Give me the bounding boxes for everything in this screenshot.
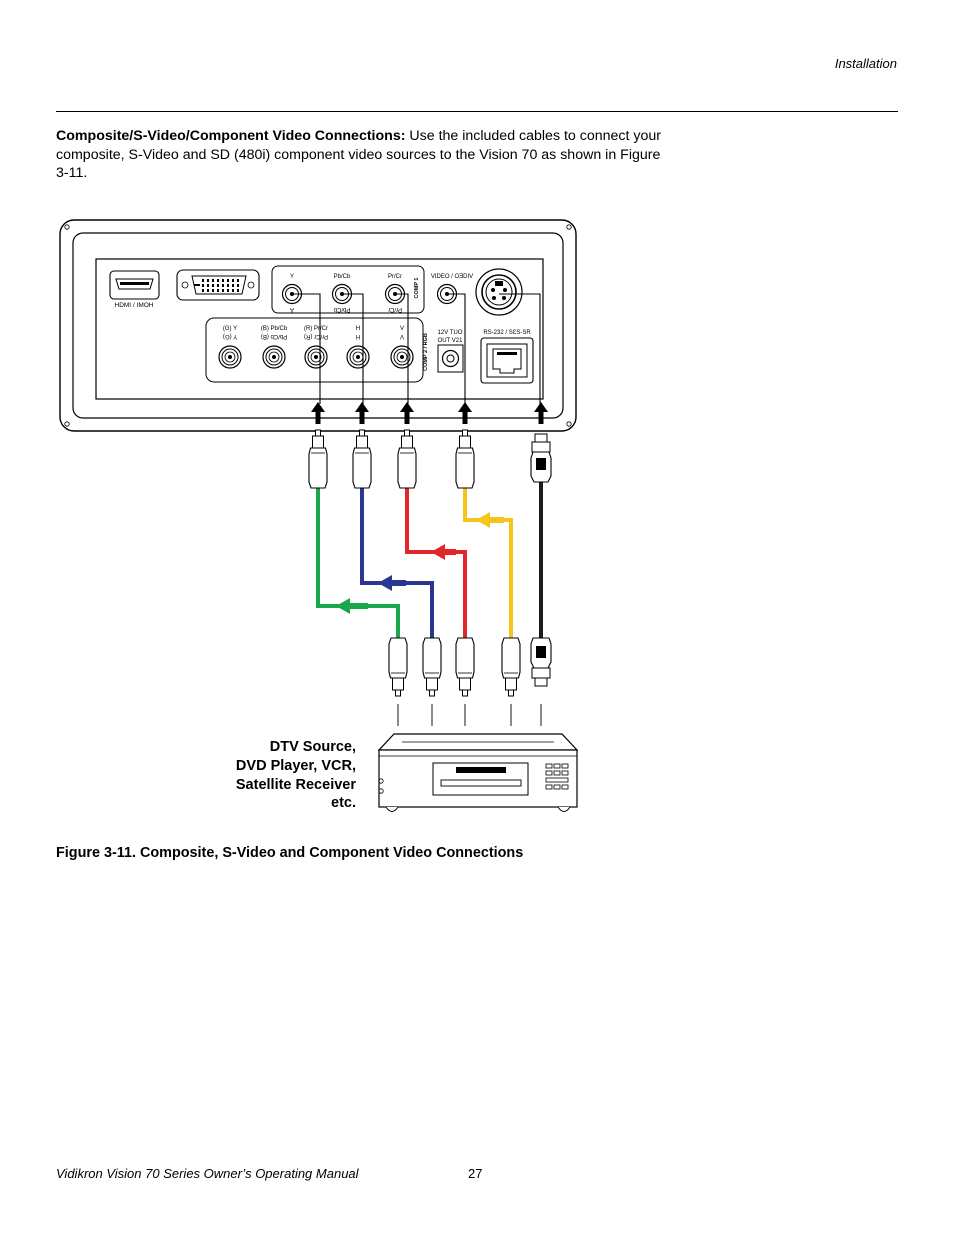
rca-plug-icon xyxy=(501,637,521,697)
intro-heading: Composite/S-Video/Component Video Connec… xyxy=(56,128,406,144)
arrow-icon xyxy=(534,402,548,424)
cables xyxy=(316,482,543,642)
rgb-v-label: V xyxy=(400,326,404,332)
source-line-2: DVD Player, VCR, xyxy=(235,757,356,774)
connector-panel: HDMI / IMOH Y Pb/Cb Pr/Cr xyxy=(59,219,577,432)
rgb-b-label: (B) Pb/Cb xyxy=(261,326,288,332)
rgb-g-label: (G) Y xyxy=(223,326,237,332)
arrow-icon xyxy=(400,402,414,424)
rgb-b-label-flipped: Pb/Cb (B) xyxy=(261,333,287,339)
rca-plug-icon xyxy=(388,637,408,697)
comp2-label: COMP 2 / RGB xyxy=(423,333,429,371)
cable-arrows xyxy=(336,512,504,614)
arrow-icon xyxy=(311,402,325,424)
arrow-icon xyxy=(355,402,369,424)
rca-plug-icon xyxy=(308,429,328,489)
bnc-jack-icon xyxy=(304,345,328,369)
video-label: VIDEO / OƎDIV xyxy=(431,274,473,280)
svideo-plug-icon xyxy=(530,637,552,687)
arrow-icon xyxy=(336,598,368,614)
intro-paragraph: Composite/S-Video/Component Video Connec… xyxy=(56,127,666,183)
bnc-jack-icon xyxy=(390,345,414,369)
up-arrows xyxy=(311,402,548,424)
trigger-jack-icon xyxy=(437,344,464,373)
arrow-icon xyxy=(476,512,504,528)
connection-diagram: HDMI / IMOH Y Pb/Cb Pr/Cr xyxy=(59,219,579,812)
svideo-jack-icon xyxy=(475,268,523,316)
source-line-4: etc. xyxy=(331,795,356,812)
rca-plug-icon xyxy=(352,429,372,489)
green-cable xyxy=(316,484,400,642)
bnc-jack-icon xyxy=(262,345,286,369)
footer-page-number: 27 xyxy=(468,1166,483,1181)
rgb-h-label-flipped: H xyxy=(356,333,360,339)
source-line-1: DTV Source, xyxy=(269,739,356,755)
comp1-y-label: Y xyxy=(290,274,294,280)
intro-text: Use the included cables to connect your … xyxy=(56,128,661,182)
rgb-r-label-flipped: Pr/Cr (R) xyxy=(304,333,328,339)
rca-plug-icon xyxy=(397,429,417,489)
bnc-jack-icon xyxy=(346,345,370,369)
arrow-icon xyxy=(431,544,456,560)
source-line-3: Satellite Receiver xyxy=(235,776,356,793)
arrow-icon xyxy=(458,402,472,424)
dvi-port-icon xyxy=(176,269,260,301)
trigger-label-top: 12V TUO xyxy=(438,330,463,336)
hdmi-label: HDMI / IMOH xyxy=(115,302,154,309)
rgb-r-label: (R) Pr/Cr xyxy=(304,326,328,332)
trigger-label-bottom: OUT V21 xyxy=(438,338,464,344)
svideo-plug-icon xyxy=(530,433,552,483)
rs232-label: RS-232 / SƐS-SR xyxy=(483,330,531,336)
source-label: DTV Source, DVD Player, VCR, Satellite R… xyxy=(160,738,356,813)
rgb-v-label-flipped: V xyxy=(400,333,404,339)
header-rule xyxy=(56,111,898,112)
bnc-jack-icon xyxy=(218,345,242,369)
comp1-pr-label: Pr/Cr xyxy=(388,274,402,280)
rgb-h-label: H xyxy=(356,326,360,332)
comp1-pb-label-flipped: Pb/Cb xyxy=(333,306,350,312)
jack-leads xyxy=(292,293,541,404)
rj45-port-icon xyxy=(480,337,534,384)
rgb-g-label-flipped: Y (G) xyxy=(223,333,237,339)
section-label: Installation xyxy=(834,56,897,71)
yellow-cable xyxy=(463,484,513,642)
arrow-icon xyxy=(378,575,406,591)
comp1-label: COMP 1 xyxy=(414,278,420,299)
red-cable xyxy=(405,484,467,642)
comp1-y-label-flipped: A xyxy=(290,306,294,312)
dvd-player-icon xyxy=(377,733,579,812)
rca-plug-icon xyxy=(455,637,475,697)
figure-caption: Figure 3-11. Composite, S-Video and Comp… xyxy=(56,845,524,861)
footer-manual-title: Vidikron Vision 70 Series Owner’s Operat… xyxy=(56,1166,359,1181)
device-leads xyxy=(397,704,542,726)
comp1-pr-label-flipped: Pr/Cr xyxy=(388,306,402,312)
rca-plug-icon xyxy=(455,429,475,489)
comp1-pb-label: Pb/Cb xyxy=(334,274,351,280)
connection-figure: HDMI / IMOH Y Pb/Cb Pr/Cr xyxy=(56,214,586,814)
hdmi-port-icon xyxy=(109,270,160,300)
rca-plug-icon xyxy=(422,637,442,697)
